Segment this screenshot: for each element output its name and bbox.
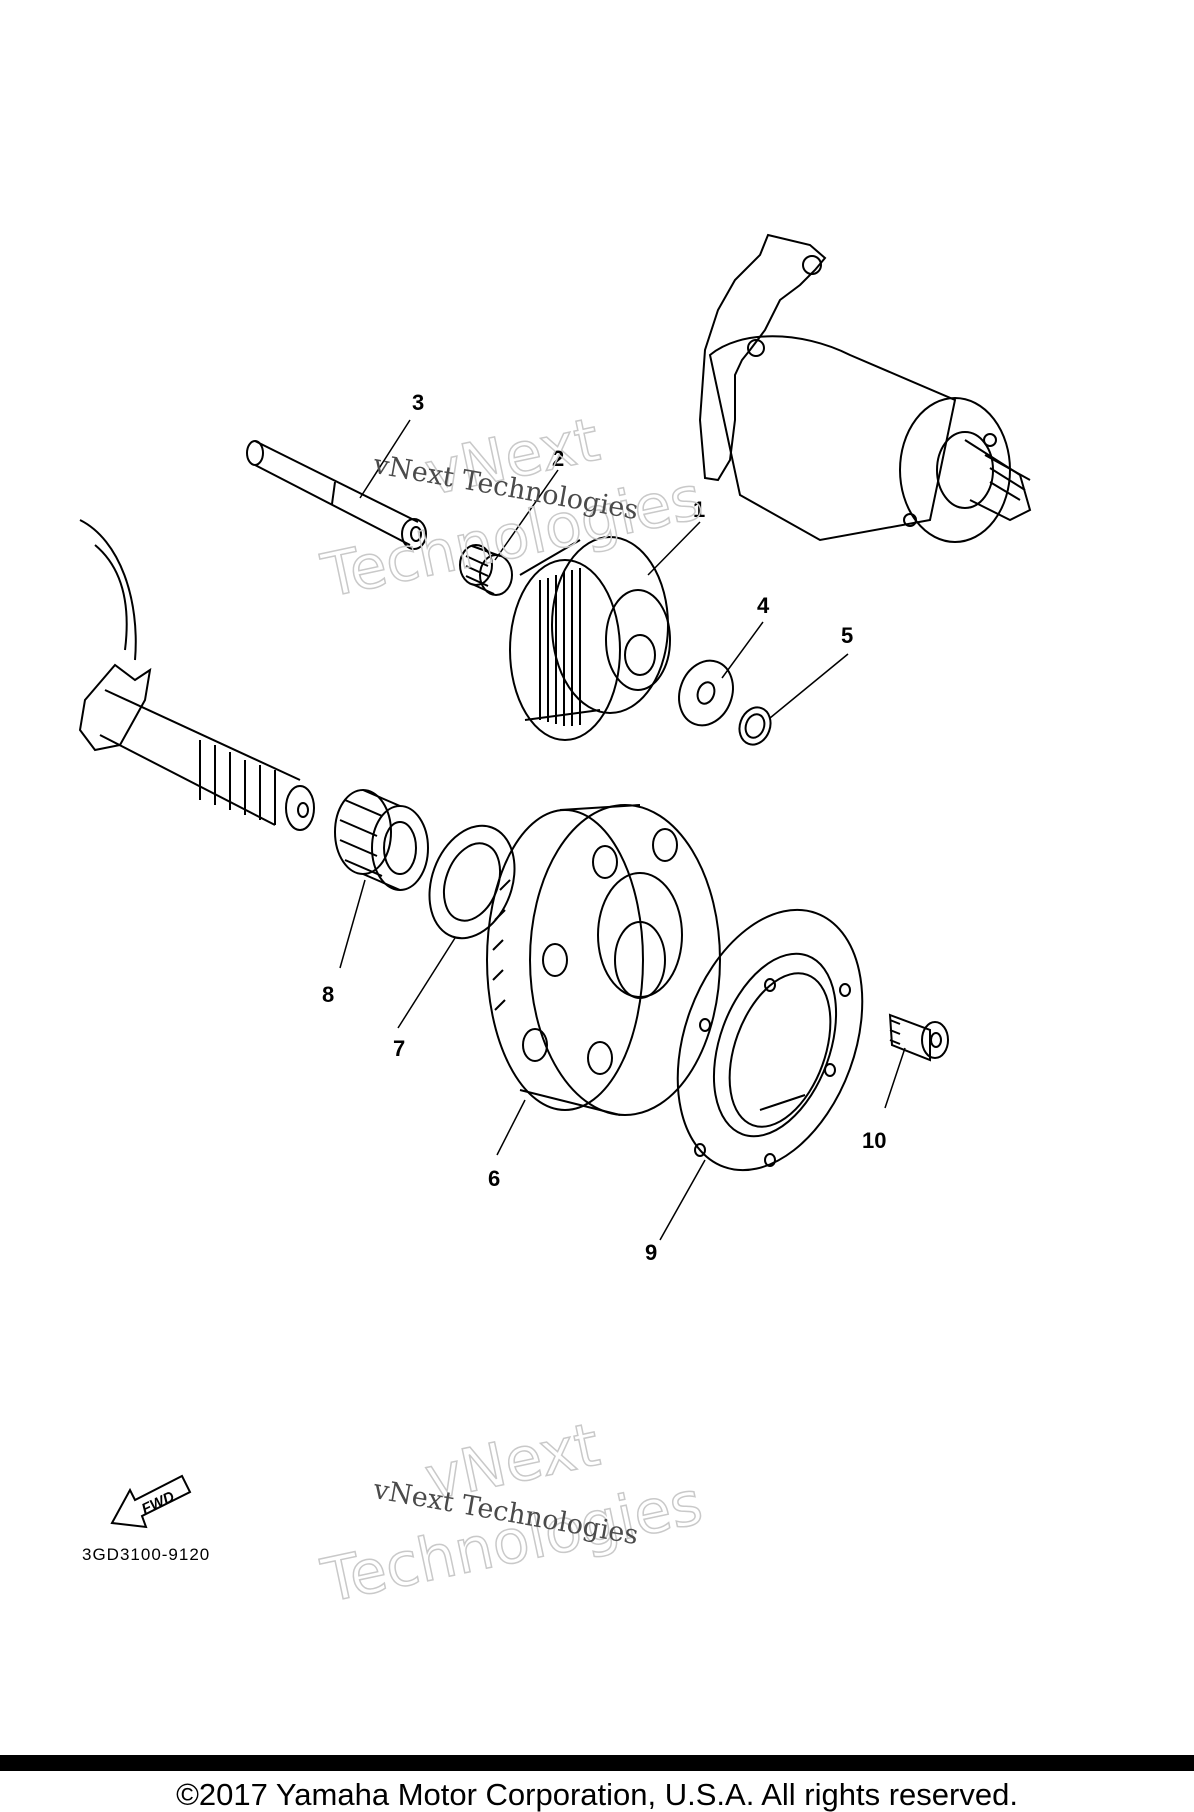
part-2-needle-bearing	[459, 544, 513, 596]
callout-6: 6	[488, 1166, 500, 1191]
leader-lines	[339, 419, 906, 1241]
part-5-circlip	[738, 706, 772, 746]
part-9-one-way-clutch	[676, 908, 864, 1172]
part-6-starter-wheel-gear	[486, 804, 721, 1116]
crankshaft	[78, 519, 315, 831]
footer-bar	[0, 1755, 1194, 1771]
part-8-bearing	[334, 789, 429, 891]
part-7-washer	[428, 824, 516, 940]
fwd-label: FWD	[139, 1488, 177, 1518]
callout-2: 2	[552, 446, 564, 471]
callout-7: 7	[393, 1036, 405, 1061]
callout-3: 3	[412, 390, 424, 415]
part-10-bolt	[888, 1013, 949, 1062]
callout-4: 4	[757, 593, 770, 618]
callout-10: 10	[862, 1128, 886, 1153]
callout-9: 9	[645, 1240, 657, 1265]
part-1-idler-gear	[509, 536, 671, 741]
callout-8: 8	[322, 982, 334, 1007]
callout-1: 1	[693, 497, 705, 522]
part-4-washer	[678, 659, 734, 727]
watermark-bottom: vNext Technologies vNext Technologies	[315, 1409, 709, 1617]
copyright-notice: ©2017 Yamaha Motor Corporation, U.S.A. A…	[176, 1777, 1018, 1812]
diagram-code: 3GD3100-9120	[82, 1545, 210, 1564]
starter-motor	[698, 233, 1032, 543]
fwd-arrow-icon	[110, 1474, 192, 1529]
callout-5: 5	[841, 623, 853, 648]
part-3-shaft	[246, 440, 427, 550]
